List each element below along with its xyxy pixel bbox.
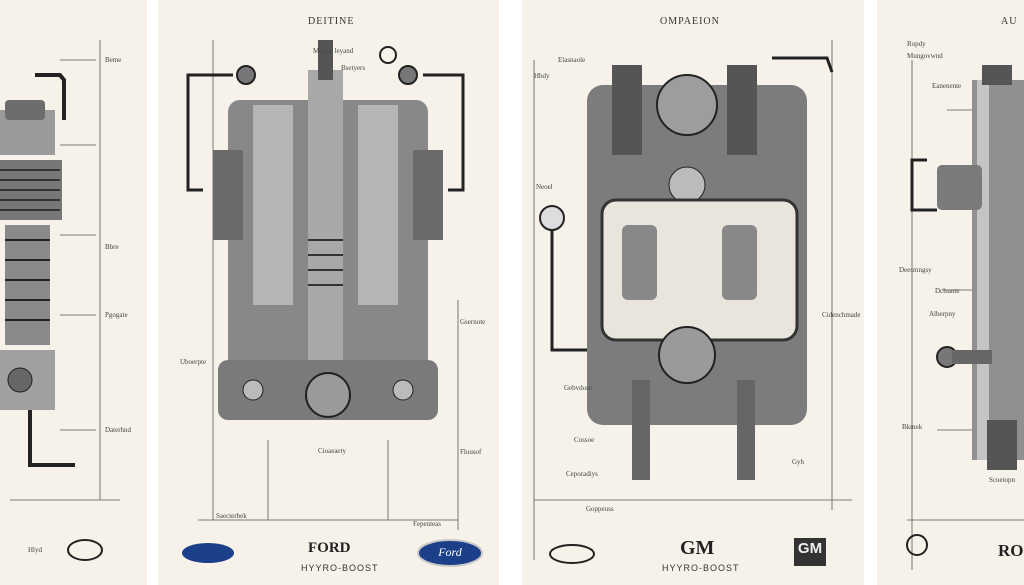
callout-label: Scuetopn	[989, 476, 1016, 484]
panel-title: OMPAEION	[660, 16, 720, 27]
callout-label: Bsetyers	[341, 64, 366, 72]
booster-diagram-gm	[533, 40, 852, 566]
callout-label: Cioaeaety	[318, 447, 346, 455]
callout-label: Neoel	[536, 183, 553, 191]
booster-diagram-4	[906, 60, 1024, 570]
brand-name: RO	[998, 541, 1024, 560]
callout-label: Beme	[105, 56, 122, 64]
gm-logo: GM	[797, 540, 823, 557]
callout-label: Mungovwnd	[907, 52, 943, 60]
callout-label: Goppeuss	[586, 505, 614, 513]
callout-label: Ropdy	[907, 40, 926, 48]
booster-diagram-ford	[182, 40, 483, 567]
callout-label: Uboerpte	[180, 358, 207, 366]
callout-label: Elasnaole	[558, 56, 586, 64]
callout-label: Bbre	[105, 243, 119, 251]
panel-title: AU	[1001, 16, 1018, 27]
callout-label: Saecterbek	[216, 512, 247, 520]
callout-label: Alberpny	[929, 310, 956, 318]
ford-logo: Ford	[438, 545, 462, 559]
brand-subtitle: HYYRO-BOOST	[301, 563, 379, 573]
brand-name: FORD	[308, 540, 351, 556]
callout-label: Bkmek	[902, 423, 923, 431]
callout-label: Gyh	[792, 458, 805, 466]
brand-name: GM	[680, 537, 715, 559]
callout-label: Gebvdose	[564, 384, 592, 392]
callout-label: Daterhnd	[105, 426, 132, 434]
panel-title: DEITINE	[308, 16, 355, 27]
diagram-panel-gm: OMPAEION Elasnaole Hbdy Neoel Cidenchmad…	[522, 0, 864, 585]
callout-label: Cidenchmade	[822, 311, 861, 319]
brand-subtitle: HYYRO-BOOST	[662, 563, 740, 573]
callout-label: Deesmngsy	[899, 266, 932, 274]
callout-label: Fluusof	[460, 448, 482, 456]
callout-label: Hlyd	[28, 546, 42, 554]
diagram-panel-1: Beme Bbre Pgogate Daterhnd Hlyd	[0, 0, 147, 585]
callout-label: Cossoe	[574, 436, 595, 444]
callout-label: Pgogate	[105, 311, 128, 319]
diagram-panel-ford: DEITINE Mogge leyand Bsetyers	[158, 0, 499, 585]
callout-label: Ceporadiys	[566, 470, 598, 478]
callout-label: Dclsante	[935, 287, 960, 295]
diagram-panel-4: AU Ropdy Mungovwnd Eanenente Deesmngsy D…	[877, 0, 1024, 585]
callout-label: Fepenteas	[413, 520, 441, 528]
callout-label: Hbdy	[534, 72, 550, 80]
callout-label: Eanenente	[932, 82, 962, 90]
callout-label: Gsernote	[460, 318, 486, 326]
booster-diagram-1	[0, 40, 120, 561]
callout-label: Mogge leyand	[313, 47, 354, 55]
